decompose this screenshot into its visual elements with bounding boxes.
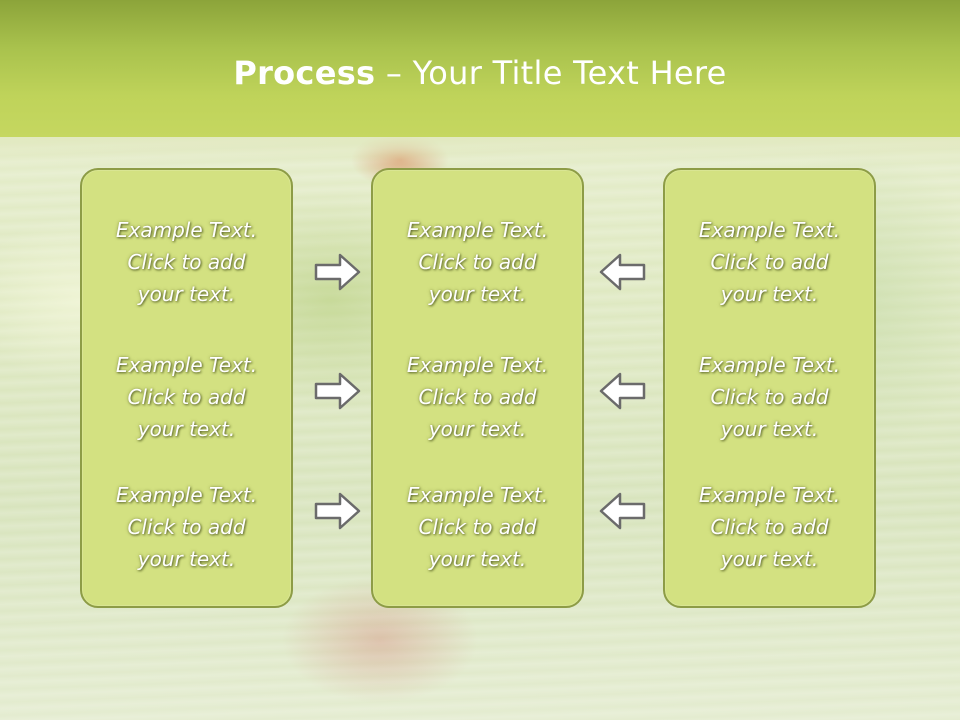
text-line: Click to add xyxy=(127,515,246,539)
text-line: Click to add xyxy=(710,515,829,539)
text-line: your text. xyxy=(720,282,819,306)
text-line: Example Text. xyxy=(698,218,841,242)
text-line: your text. xyxy=(137,282,236,306)
title-bar-shadow xyxy=(0,137,960,165)
text-line: your text. xyxy=(720,547,819,571)
text-placeholder[interactable]: Example Text. Click to add your text. xyxy=(665,479,874,575)
text-placeholder[interactable]: Example Text. Click to add your text. xyxy=(665,214,874,310)
text-line: Click to add xyxy=(127,250,246,274)
text-line: Example Text. xyxy=(115,483,258,507)
text-line: Example Text. xyxy=(115,218,258,242)
text-line: your text. xyxy=(428,547,527,571)
text-line: Example Text. xyxy=(698,483,841,507)
arrow-right-icon[interactable] xyxy=(314,371,362,411)
text-placeholder[interactable]: Example Text. Click to add your text. xyxy=(82,214,291,310)
slide-title[interactable]: Process – Your Title Text Here xyxy=(0,54,960,92)
arrow-left-icon[interactable] xyxy=(598,371,646,411)
text-line: Example Text. xyxy=(406,218,549,242)
text-line: your text. xyxy=(137,547,236,571)
text-placeholder[interactable]: Example Text. Click to add your text. xyxy=(82,349,291,445)
text-placeholder[interactable]: Example Text. Click to add your text. xyxy=(82,479,291,575)
text-line: your text. xyxy=(428,282,527,306)
text-line: Click to add xyxy=(418,250,537,274)
text-line: Example Text. xyxy=(406,353,549,377)
title-rest-part: – Your Title Text Here xyxy=(375,54,727,92)
text-line: Click to add xyxy=(710,250,829,274)
text-line: Click to add xyxy=(418,385,537,409)
text-line: your text. xyxy=(720,417,819,441)
text-line: Click to add xyxy=(418,515,537,539)
text-line: Example Text. xyxy=(698,353,841,377)
text-line: Example Text. xyxy=(115,353,258,377)
process-box-center[interactable]: Example Text. Click to add your text. Ex… xyxy=(371,168,584,608)
text-placeholder[interactable]: Example Text. Click to add your text. xyxy=(373,214,582,310)
title-bold-part: Process xyxy=(233,54,376,92)
text-line: Click to add xyxy=(127,385,246,409)
text-line: your text. xyxy=(428,417,527,441)
arrow-right-icon[interactable] xyxy=(314,491,362,531)
process-box-right[interactable]: Example Text. Click to add your text. Ex… xyxy=(663,168,876,608)
text-line: Example Text. xyxy=(406,483,549,507)
text-line: Click to add xyxy=(710,385,829,409)
arrow-left-icon[interactable] xyxy=(598,491,646,531)
text-placeholder[interactable]: Example Text. Click to add your text. xyxy=(373,479,582,575)
text-placeholder[interactable]: Example Text. Click to add your text. xyxy=(665,349,874,445)
text-line: your text. xyxy=(137,417,236,441)
process-box-left[interactable]: Example Text. Click to add your text. Ex… xyxy=(80,168,293,608)
text-placeholder[interactable]: Example Text. Click to add your text. xyxy=(373,349,582,445)
title-bar xyxy=(0,0,960,137)
arrow-right-icon[interactable] xyxy=(314,252,362,292)
arrow-left-icon[interactable] xyxy=(598,252,646,292)
